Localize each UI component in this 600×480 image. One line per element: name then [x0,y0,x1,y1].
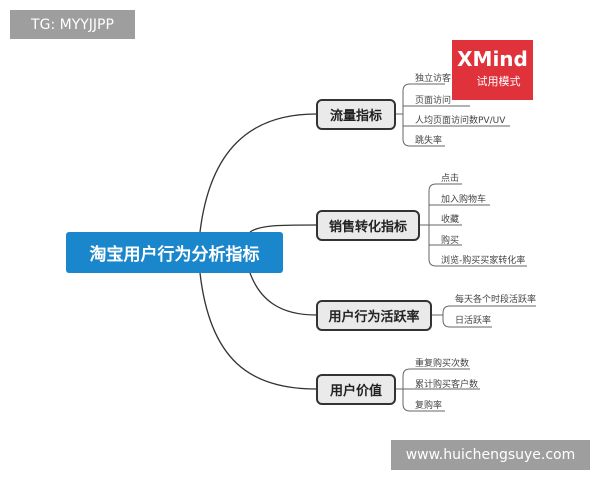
branch-sales-conversion[interactable]: 销售转化指标 [316,210,420,241]
connector-central-branch4 [199,272,317,390]
leaf[interactable]: 每天各个时段活跃率 [455,295,537,305]
branch-traffic[interactable]: 流量指标 [316,99,396,130]
connector-central-branch1 [199,113,317,233]
xmind-trial-badge: XMind 试用模式 [452,40,533,100]
bracket-branch1 [396,83,510,147]
bracket-branch4 [396,368,480,412]
branch-user-value[interactable]: 用户价值 [316,374,396,405]
leaf[interactable]: 加入购物车 [441,195,487,205]
leaf[interactable]: 购买 [441,236,460,246]
xmind-logo-text: XMind [457,47,528,71]
bracket-branch2 [420,183,527,267]
watermark-bottom: www.huichengsuye.com [391,440,590,470]
xmind-trial-text: 试用模式 [476,75,521,88]
connector-central-branch2 [249,224,317,233]
leaf[interactable]: 重复购买次数 [415,359,470,369]
leaf[interactable]: 页面访问 [415,96,452,106]
connector-central-branch3 [249,272,317,316]
leaf[interactable]: 浏览-购买买家转化率 [441,256,526,266]
watermark-top: TG: MYYJJPP [10,10,135,39]
leaf[interactable]: 复购率 [415,401,443,411]
bracket-branch3 [432,305,536,328]
leaf[interactable]: 跳失率 [415,136,443,146]
leaf[interactable]: 收藏 [441,215,460,225]
leaf[interactable]: 日活跃率 [455,316,492,326]
leaf[interactable]: 独立访客 [415,74,452,84]
leaf[interactable]: 人均页面访问数PV/UV [415,116,506,126]
branch-user-activity[interactable]: 用户行为活跃率 [316,300,432,331]
leaf[interactable]: 累计购买客户数 [415,380,479,390]
central-topic[interactable]: 淘宝用户行为分析指标 [66,232,283,273]
leaf[interactable]: 点击 [441,174,460,184]
